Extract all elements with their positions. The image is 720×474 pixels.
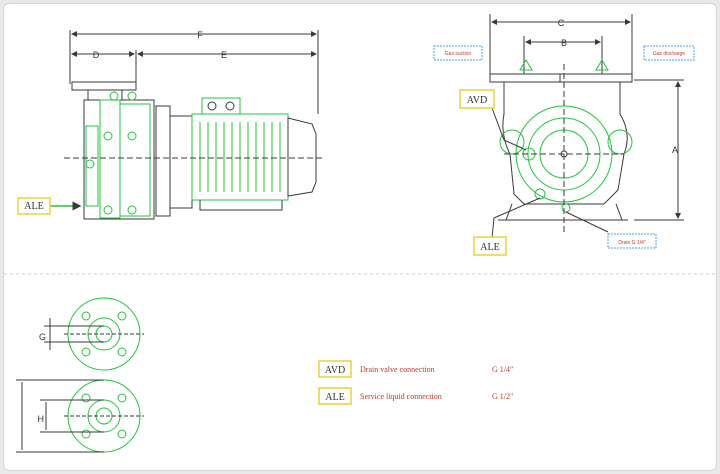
flange-detail-top — [44, 297, 144, 371]
gas-discharge-label: Gas discharge — [653, 51, 685, 57]
ale-front-label: ALE — [480, 242, 499, 253]
side-view — [50, 30, 324, 220]
dim-a: A — [672, 145, 678, 155]
gas-suction-label: Gas suction — [445, 51, 472, 57]
dim-g: G — [39, 332, 46, 342]
legend: AVD Drain valve connection G 1/4" ALE Se… — [318, 360, 513, 405]
dim-e: E — [221, 50, 227, 60]
legend-size: G 1/4" — [492, 365, 513, 374]
legend-code: ALE — [325, 392, 344, 403]
front-view — [489, 14, 684, 239]
dim-b: B — [561, 38, 567, 48]
drawing-sheet: ALE F D E — [3, 3, 717, 471]
flange-detail-bottom — [16, 379, 144, 453]
dim-f: F — [197, 30, 203, 40]
ale-side-label: ALE — [24, 201, 43, 212]
legend-code: AVD — [325, 365, 345, 376]
gas-suction-tag — [433, 45, 483, 61]
dim-c: C — [558, 18, 565, 28]
legend-row: AVD Drain valve connection G 1/4" — [318, 360, 513, 378]
legend-description: Service liquid connection — [360, 392, 442, 401]
pump-drawing: ALE F D E — [4, 14, 716, 453]
gas-discharge-tag — [643, 45, 695, 61]
legend-size: G 1/2" — [492, 392, 513, 401]
legend-row: ALE Service liquid connection G 1/2" — [318, 387, 513, 405]
drain-label: Drain G 1/4" — [618, 240, 646, 246]
avd-front-label: AVD — [467, 95, 487, 106]
avd-front-callout — [459, 89, 495, 109]
legend-description: Drain valve connection — [360, 365, 435, 374]
ale-front-callout — [473, 236, 507, 256]
dim-d: D — [93, 50, 100, 60]
ale-side-callout — [17, 197, 51, 215]
drain-tag — [607, 233, 657, 249]
dim-h: H — [38, 414, 45, 424]
